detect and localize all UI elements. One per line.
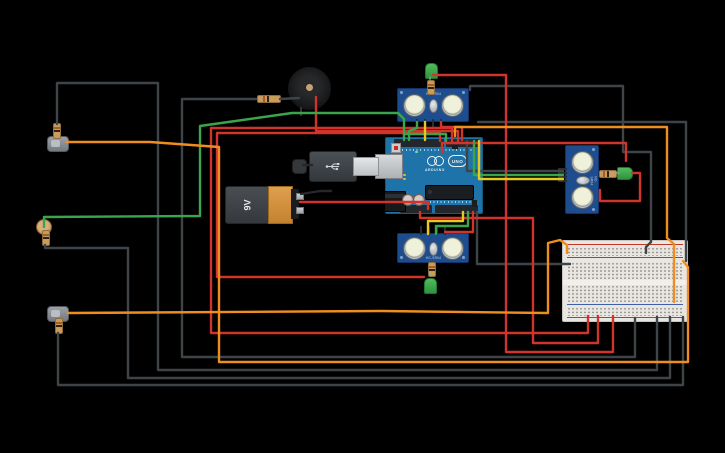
arduino-uno-board[interactable]: UNO ARDUINO bbox=[375, 137, 483, 214]
ultrasonic-sensor-bottom[interactable]: HC-SR04 bbox=[397, 226, 469, 263]
sensor-pin[interactable] bbox=[432, 119, 434, 128]
power-led bbox=[415, 151, 418, 153]
resistor[interactable] bbox=[427, 80, 435, 95]
digital-header-right[interactable] bbox=[394, 139, 444, 147]
battery-9v[interactable]: 9V bbox=[225, 186, 270, 224]
usb-port bbox=[375, 154, 403, 179]
ultrasonic-sensor-right[interactable]: HC-SR04 bbox=[558, 145, 599, 214]
rail-line-red bbox=[567, 244, 683, 246]
wire-green[interactable] bbox=[434, 210, 470, 236]
sensor-pin[interactable] bbox=[420, 226, 422, 235]
battery-positive-terminal[interactable] bbox=[296, 193, 304, 200]
oscillator bbox=[576, 176, 590, 185]
wire-green[interactable] bbox=[472, 139, 565, 177]
sensor-label: HC-SR04 bbox=[589, 176, 598, 186]
transducer bbox=[571, 151, 594, 174]
transducer bbox=[403, 237, 426, 260]
sensor-pin[interactable] bbox=[440, 119, 442, 128]
oscillator bbox=[429, 242, 438, 256]
resistor[interactable] bbox=[599, 170, 617, 178]
battery-body-orange bbox=[268, 186, 293, 224]
arduino-brand-label: ARDUINO bbox=[425, 168, 446, 172]
buzzer-leg bbox=[300, 107, 303, 116]
mounting-hole bbox=[462, 256, 465, 259]
oscillator bbox=[429, 99, 438, 113]
led-green-top[interactable] bbox=[425, 63, 438, 79]
resistor[interactable] bbox=[42, 230, 50, 246]
rail-line-blue bbox=[567, 304, 683, 306]
rail-line-blue bbox=[567, 257, 683, 259]
wire-black[interactable] bbox=[299, 189, 333, 196]
wire-gray[interactable] bbox=[56, 315, 685, 387]
led-green-bottom[interactable] bbox=[424, 278, 437, 294]
uno-label: UNO bbox=[448, 155, 467, 167]
battery-label: 9V bbox=[242, 199, 253, 211]
sensor-pin[interactable] bbox=[558, 168, 567, 170]
rx-led bbox=[403, 178, 406, 180]
sensor-pin[interactable] bbox=[444, 226, 446, 235]
sensor-pin[interactable] bbox=[558, 180, 567, 182]
icsp-header bbox=[472, 200, 477, 207]
capacitor bbox=[413, 194, 425, 206]
led-green-right[interactable] bbox=[617, 167, 633, 180]
piezo-buzzer[interactable] bbox=[287, 66, 332, 116]
pin-labels-top bbox=[395, 149, 479, 151]
usb-cable-end[interactable] bbox=[292, 159, 307, 174]
mounting-hole bbox=[400, 256, 403, 259]
mounting-hole bbox=[592, 208, 595, 211]
terminal-rows-top[interactable] bbox=[567, 262, 683, 280]
wire-yellow[interactable] bbox=[477, 139, 565, 181]
sensor-pin[interactable] bbox=[558, 176, 567, 178]
sensor-pin[interactable] bbox=[428, 226, 430, 235]
wire-gray[interactable] bbox=[55, 81, 659, 372]
mounting-hole bbox=[400, 91, 403, 94]
infinity-logo-icon bbox=[434, 156, 444, 166]
sensor-pin[interactable] bbox=[436, 226, 438, 235]
resistor[interactable] bbox=[55, 318, 63, 334]
wire-orange[interactable] bbox=[66, 238, 569, 315]
resistor[interactable] bbox=[428, 262, 436, 277]
icsp-header bbox=[452, 145, 458, 149]
sensor-pin[interactable] bbox=[416, 119, 418, 128]
mounting-hole bbox=[462, 91, 465, 94]
sensor-label: HC-SR04 bbox=[426, 256, 442, 260]
battery-negative-terminal[interactable] bbox=[296, 207, 304, 214]
mounting-hole bbox=[592, 148, 595, 151]
sensor-pin[interactable] bbox=[558, 172, 567, 174]
resistor[interactable] bbox=[257, 95, 281, 103]
transducer bbox=[403, 94, 426, 117]
power-rail-top[interactable] bbox=[567, 247, 683, 256]
buzzer-leg bbox=[315, 107, 318, 116]
resistor[interactable] bbox=[53, 123, 61, 139]
tx-led bbox=[403, 174, 406, 176]
reset-button[interactable] bbox=[391, 143, 401, 153]
usb-metal-shell bbox=[353, 157, 379, 176]
usb-plug[interactable] bbox=[309, 151, 357, 182]
atmega-chip bbox=[425, 185, 474, 200]
breadboard[interactable] bbox=[562, 240, 688, 322]
wire-red[interactable] bbox=[443, 210, 475, 234]
rail-line-red bbox=[567, 317, 683, 319]
terminal-rows-bottom[interactable] bbox=[567, 285, 683, 303]
power-rail-bottom[interactable] bbox=[567, 307, 683, 316]
usb-icon bbox=[325, 163, 340, 171]
transducer bbox=[571, 186, 594, 209]
transducer bbox=[441, 94, 464, 117]
wire-gray[interactable] bbox=[475, 210, 572, 266]
sensor-pin[interactable] bbox=[424, 119, 426, 128]
transducer bbox=[441, 237, 464, 260]
